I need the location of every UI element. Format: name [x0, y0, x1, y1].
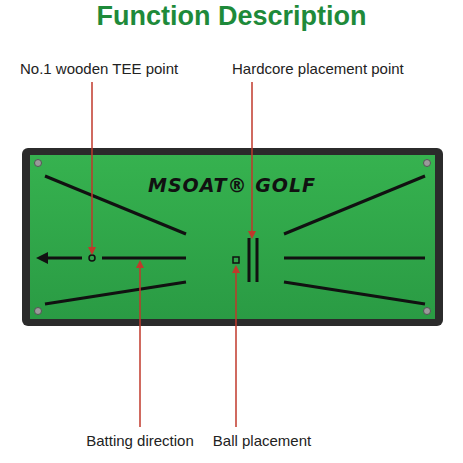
leader-arrowheads: [88, 231, 256, 273]
direction-arrowhead: [36, 252, 48, 264]
tee-point: [89, 255, 95, 261]
brand-logo: MSOAT® GOLF: [148, 176, 316, 194]
guide-lines: [45, 176, 425, 304]
ball-point: [233, 257, 239, 263]
leader-lines: [92, 82, 252, 427]
mat-turf: [30, 155, 435, 319]
mat-border: [22, 148, 443, 326]
page-title: Function Description: [97, 0, 367, 32]
callout-label: Hardcore placement point: [232, 60, 404, 78]
callout-label: Batting direction: [86, 432, 194, 450]
callout-label: Ball placement: [213, 432, 311, 450]
callout-label: No.1 wooden TEE point: [20, 60, 178, 78]
mat-grommets: [35, 160, 431, 315]
